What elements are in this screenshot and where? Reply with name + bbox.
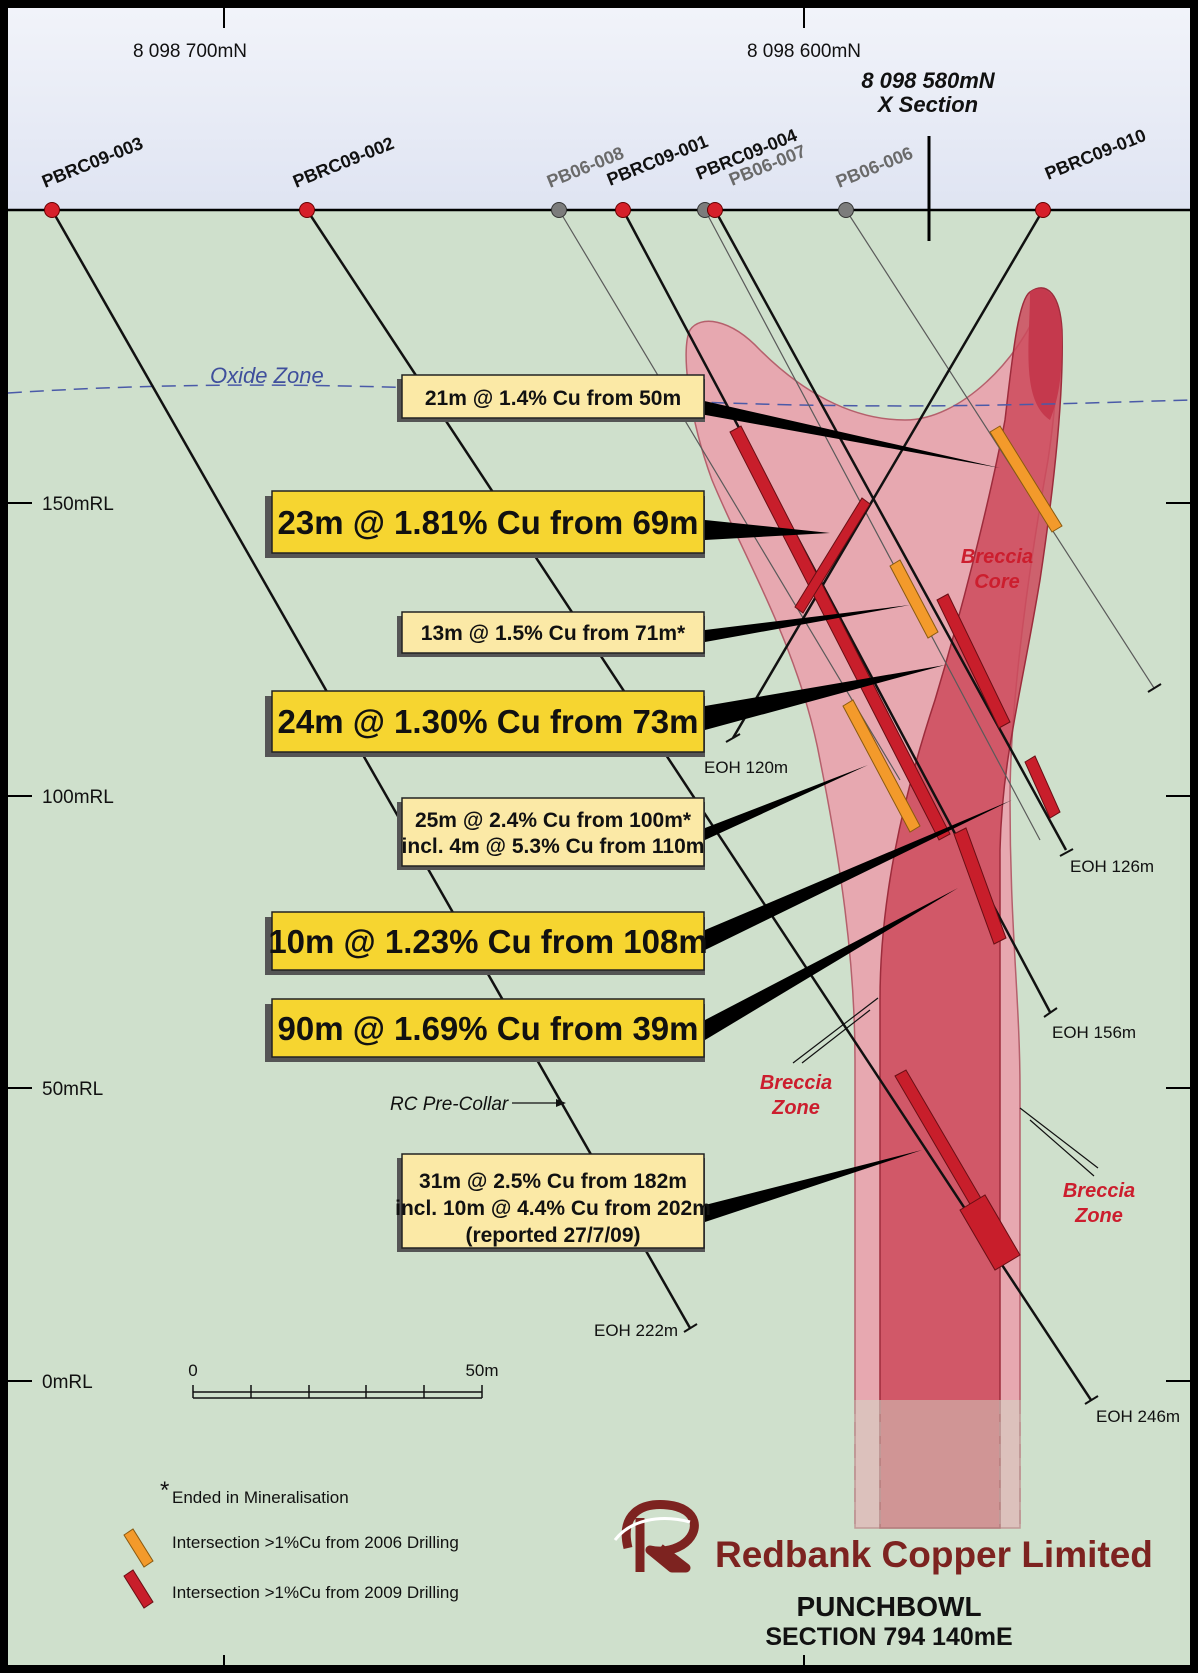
svg-text:23m @ 1.81% Cu from 69m: 23m @ 1.81% Cu from 69m xyxy=(277,504,698,541)
breccia-core-top xyxy=(1028,288,1062,420)
rc-precollar-label: RC Pre-Collar xyxy=(390,1094,509,1115)
svg-text:31m @ 2.5% Cu from 182m: 31m @ 2.5% Cu from 182m xyxy=(419,1170,687,1193)
company-logo xyxy=(613,1500,699,1573)
intercept-box-8: 31m @ 2.5% Cu from 182m incl. 10m @ 4.4%… xyxy=(395,1153,711,1252)
legend-swatch-2009 xyxy=(123,1569,154,1609)
svg-text:incl. 10m @ 4.4% Cu from 202m: incl. 10m @ 4.4% Cu from 202m xyxy=(395,1197,711,1220)
rl-label-0: 0mRL xyxy=(42,1372,93,1393)
company-name: Redbank Copper Limited xyxy=(715,1534,1153,1575)
collar-pbrc09-001 xyxy=(615,202,631,218)
svg-text:(reported 27/7/09): (reported 27/7/09) xyxy=(465,1224,640,1247)
intersections-2006 xyxy=(842,425,1063,833)
section-xsection-label: X Section xyxy=(876,92,978,117)
collar-pbrc09-004 xyxy=(707,202,723,218)
intercept-box-7: 90m @ 1.69% Cu from 39m xyxy=(265,998,705,1062)
eoh-label-126: EOH 126m xyxy=(1070,857,1154,876)
trace-pbrc09-003 xyxy=(50,209,692,1329)
northing-label-600: 8 098 600mN xyxy=(747,41,861,62)
legend-note-mark: * xyxy=(160,1477,169,1504)
intercept-box-5: 25m @ 2.4% Cu from 100m* incl. 4m @ 5.3%… xyxy=(397,797,705,870)
rl-label-150: 150mRL xyxy=(42,494,114,515)
section-northing-label: 8 098 580mN xyxy=(861,68,995,93)
intercept-box-3: 13m @ 1.5% Cu from 71m* xyxy=(397,611,705,657)
breccia-zone-b-label-2: Zone xyxy=(1074,1205,1123,1227)
intercept-box-4: 24m @ 1.30% Cu from 73m xyxy=(265,690,705,757)
svg-text:incl. 4m @ 5.3% Cu from 110m: incl. 4m @ 5.3% Cu from 110m xyxy=(402,835,705,858)
breccia-core-label-1: Breccia xyxy=(961,546,1033,568)
breccia-zone-a-label-1: Breccia xyxy=(760,1072,832,1094)
northing-label-700: 8 098 700mN xyxy=(133,41,247,62)
rc-precollar-arrowhead xyxy=(556,1099,566,1107)
oxide-zone-label: Oxide Zone xyxy=(210,363,324,388)
breccia-core-label-2: Core xyxy=(974,571,1020,593)
collar-pb06-008 xyxy=(551,202,567,218)
leader-wedges xyxy=(700,400,1012,1222)
trace-pbrc09-004 xyxy=(713,209,1068,851)
rl-label-100: 100mRL xyxy=(42,787,114,808)
collar-pb06-006 xyxy=(838,202,854,218)
legend-swatch-2006 xyxy=(123,1528,154,1568)
legend-note: Ended in Mineralisation xyxy=(172,1488,349,1507)
eoh-label-222: EOH 222m xyxy=(594,1321,678,1340)
drill-collars xyxy=(44,202,1051,218)
collar-pbrc09-002 xyxy=(299,202,315,218)
trace-pb06-007 xyxy=(704,209,1041,841)
svg-text:90m @ 1.69% Cu from 39m: 90m @ 1.69% Cu from 39m xyxy=(277,1010,698,1047)
legend-item-2006: Intersection >1%Cu from 2006 Drilling xyxy=(172,1533,459,1552)
legend-item-2009: Intersection >1%Cu from 2009 Drilling xyxy=(172,1583,459,1602)
scale-label-start: 0 xyxy=(188,1361,197,1380)
intercept-box-2: 23m @ 1.81% Cu from 69m xyxy=(265,490,705,558)
svg-text:24m @ 1.30% Cu from 73m: 24m @ 1.30% Cu from 73m xyxy=(277,703,698,740)
eoh-label-246: EOH 246m xyxy=(1096,1407,1180,1426)
svg-text:25m @ 2.4% Cu from 100m*: 25m @ 2.4% Cu from 100m* xyxy=(415,809,692,832)
intercept-box-1: 21m @ 1.4% Cu from 50m xyxy=(397,374,705,422)
collar-pbrc09-010 xyxy=(1035,202,1051,218)
collar-pbrc09-003 xyxy=(44,202,60,218)
breccia-zone-b-label-1: Breccia xyxy=(1063,1180,1135,1202)
svg-text:21m @ 1.4% Cu from 50m: 21m @ 1.4% Cu from 50m xyxy=(425,387,681,410)
project-name: PUNCHBOWL xyxy=(796,1591,981,1622)
breccia-core-body xyxy=(879,287,1063,1529)
sky-band xyxy=(0,0,1198,210)
intercept-box-6: 10m @ 1.23% Cu from 108m xyxy=(265,911,708,975)
oxide-zone-line xyxy=(7,384,1193,407)
rl-label-50: 50mRL xyxy=(42,1079,103,1100)
svg-text:10m @ 1.23% Cu from 108m: 10m @ 1.23% Cu from 108m xyxy=(268,923,707,960)
zone-leader-lines xyxy=(792,997,1099,1177)
breccia-zone-a-label-2: Zone xyxy=(771,1097,820,1119)
rl-axis xyxy=(6,502,1192,1382)
scale-bar xyxy=(192,1385,483,1399)
eoh-label-156: EOH 156m xyxy=(1052,1023,1136,1042)
svg-text:13m @ 1.5% Cu from 71m*: 13m @ 1.5% Cu from 71m* xyxy=(421,622,686,645)
scale-label-end: 50m xyxy=(465,1361,498,1380)
trace-pbrc09-010 xyxy=(731,209,1045,739)
section-name: SECTION 794 140mE xyxy=(765,1623,1012,1651)
breccia-bottom-fade xyxy=(850,1400,1025,1530)
eoh-label-120: EOH 120m xyxy=(704,758,788,777)
eoh-ticks xyxy=(683,683,1162,1405)
